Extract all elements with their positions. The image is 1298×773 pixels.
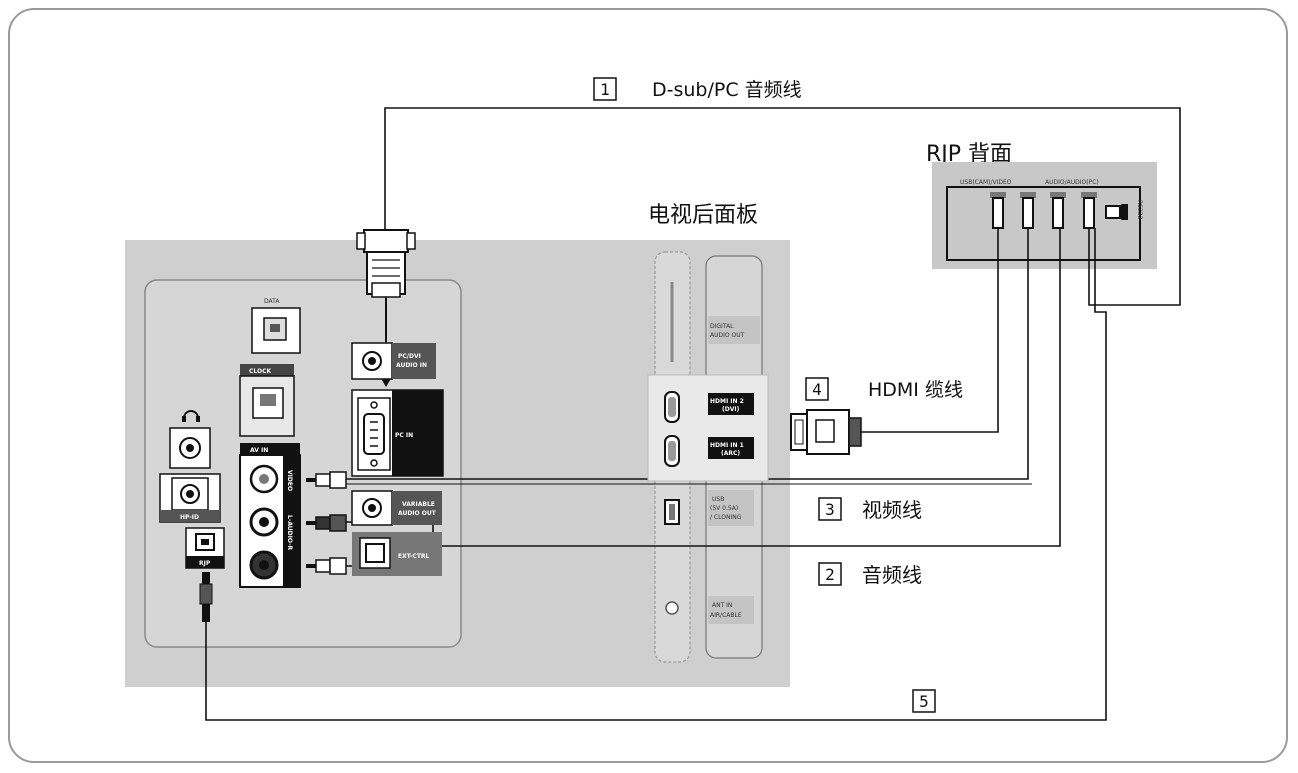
callout-1-label: D-sub/PC 音频线 xyxy=(652,79,802,101)
rjp-plug xyxy=(199,572,213,622)
data-label: DATA xyxy=(264,298,280,305)
rjp-jacks xyxy=(990,192,1128,229)
cable-4-hdmi xyxy=(860,228,999,433)
usb-label-3: / CLONING xyxy=(710,514,742,521)
hp-id-label: HP-ID xyxy=(180,514,199,521)
pc-dvi-label-1: PC/DVI xyxy=(398,353,421,360)
hp-id-jack xyxy=(159,473,221,523)
rjp-label-usb-video: USB(CAM)/VIDEO xyxy=(960,179,1012,186)
pc-dvi-label-2: AUDIO IN xyxy=(396,362,427,369)
av-audio-label: L-AUDIO-R xyxy=(286,515,293,551)
usb-label-2: (5V 0.5A) xyxy=(710,505,738,512)
callout-3-number: 3 xyxy=(825,500,835,519)
callout-4-box xyxy=(805,377,829,401)
av-in-block xyxy=(239,443,301,588)
rjp-label-audio: AUDIO/AUDIO(PC) xyxy=(1045,179,1099,186)
callout-2-label: 音频线 xyxy=(862,563,922,587)
clock-label: CLOCK xyxy=(249,368,272,375)
hdmi-in-1-label-1: HDMI IN 1 xyxy=(710,442,744,449)
variable-label-2: AUDIO OUT xyxy=(398,510,437,517)
headphone-jack xyxy=(169,410,211,469)
av-in-label: AV IN xyxy=(250,447,268,454)
pc-dvi-audio-in-port xyxy=(351,342,436,380)
ext-ctrl-label: EXT-CTRL xyxy=(398,553,430,560)
variable-label-1: VARIABLE xyxy=(402,501,435,508)
callout-5-number: 5 xyxy=(919,692,929,711)
rjp-jack xyxy=(185,527,225,569)
callout-3-label: 视频线 xyxy=(862,498,922,522)
callout-4-label: HDMI 缆线 xyxy=(868,379,963,401)
callout-2-box xyxy=(818,562,842,586)
rjp-jack-frame xyxy=(946,186,1141,261)
dsub-connector xyxy=(356,229,416,387)
cable-3-video xyxy=(345,228,1029,480)
cable-1-dsub-pc-audio xyxy=(384,107,1181,306)
callout-1-number: 1 xyxy=(600,80,610,99)
hdmi-plug xyxy=(790,409,862,455)
right-strip-labels xyxy=(708,316,760,624)
cable-5-rjp xyxy=(205,228,1107,721)
digital-audio-out-label-1: DIGITAL xyxy=(710,323,734,330)
callout-1-box xyxy=(593,77,617,101)
clock-port xyxy=(239,364,295,437)
hdmi-in-2-label-2: (DVI) xyxy=(722,406,740,413)
pc-in-port xyxy=(351,389,444,477)
callout-5-box xyxy=(912,689,936,713)
av-video-label: VIDEO xyxy=(286,470,293,491)
data-port xyxy=(251,307,301,354)
rjp-label-rs232: RS232 xyxy=(1136,200,1143,220)
pc-in-label: PC IN xyxy=(395,432,413,439)
rjp-jack-label: RJP xyxy=(199,560,211,567)
diagram-frame xyxy=(8,8,1288,763)
tv-panel-title: 电视后面板 xyxy=(648,203,758,228)
side-strip-elements xyxy=(647,282,769,615)
hdmi-in-1-label-2: (ARC) xyxy=(721,450,740,457)
callout-2-number: 2 xyxy=(825,565,835,584)
rca-plugs xyxy=(306,471,347,575)
digital-audio-out-label-2: AUDIO OUT xyxy=(710,332,745,339)
callout-3-box xyxy=(818,497,842,521)
usb-label-1: USB xyxy=(712,496,724,503)
hdmi-in-2-label-1: HDMI IN 2 xyxy=(710,398,744,405)
variable-audio-out-port xyxy=(351,490,442,526)
ant-in-label-1: ANT IN xyxy=(712,602,732,609)
ant-in-label-2: AIR/CABLE xyxy=(710,612,742,619)
ext-ctrl-port xyxy=(352,532,442,576)
callout-4-number: 4 xyxy=(812,380,822,399)
